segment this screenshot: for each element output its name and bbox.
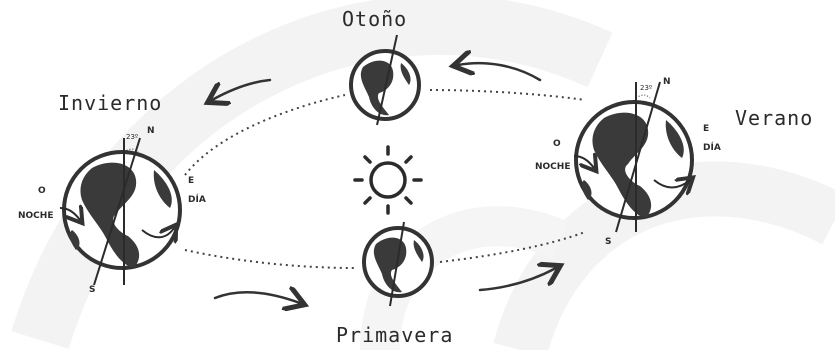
- season-label-winter: Invierno: [58, 91, 162, 115]
- earth-axis: [389, 221, 405, 307]
- earth-axis: [93, 137, 141, 286]
- orbit-arrow-icon: [213, 292, 300, 303]
- winter-south-label: S: [89, 285, 95, 295]
- winter-east-letter: E: [188, 176, 194, 186]
- summer-night-label: NOCHE: [535, 162, 570, 172]
- earth-axis: [376, 34, 398, 126]
- winter-tilt-label: 23º: [126, 133, 138, 141]
- globe-autumn: [349, 34, 421, 126]
- summer-tilt-label: 23º: [640, 84, 652, 92]
- season-label-autumn: Otoño: [342, 7, 407, 31]
- winter-night-label: NOCHE: [18, 211, 53, 221]
- orbit-arrow-icon: [458, 63, 542, 82]
- season-label-summer: Verano: [735, 106, 813, 130]
- summer-west-letter: O: [553, 139, 561, 149]
- earth-axis: [615, 81, 661, 233]
- sun-icon: [353, 145, 423, 215]
- winter-west-letter: O: [38, 186, 46, 196]
- globe-winter: [59, 137, 182, 286]
- orbit-arrow-icon: [478, 268, 556, 292]
- orbit-path: [184, 89, 586, 269]
- winter-day-label: DÍA: [188, 193, 206, 205]
- globe-spring: [362, 221, 434, 307]
- globe-summer: [573, 81, 692, 233]
- orbit-arrows: [212, 63, 556, 303]
- season-label-spring: Primavera: [336, 323, 453, 347]
- orbit-arrow-icon: [212, 78, 272, 100]
- winter-north-label: N: [147, 126, 155, 136]
- summer-south-label: S: [605, 237, 611, 247]
- summer-north-label: N: [663, 77, 671, 87]
- summer-day-label: DÍA: [703, 141, 721, 153]
- summer-east-letter: E: [703, 124, 709, 134]
